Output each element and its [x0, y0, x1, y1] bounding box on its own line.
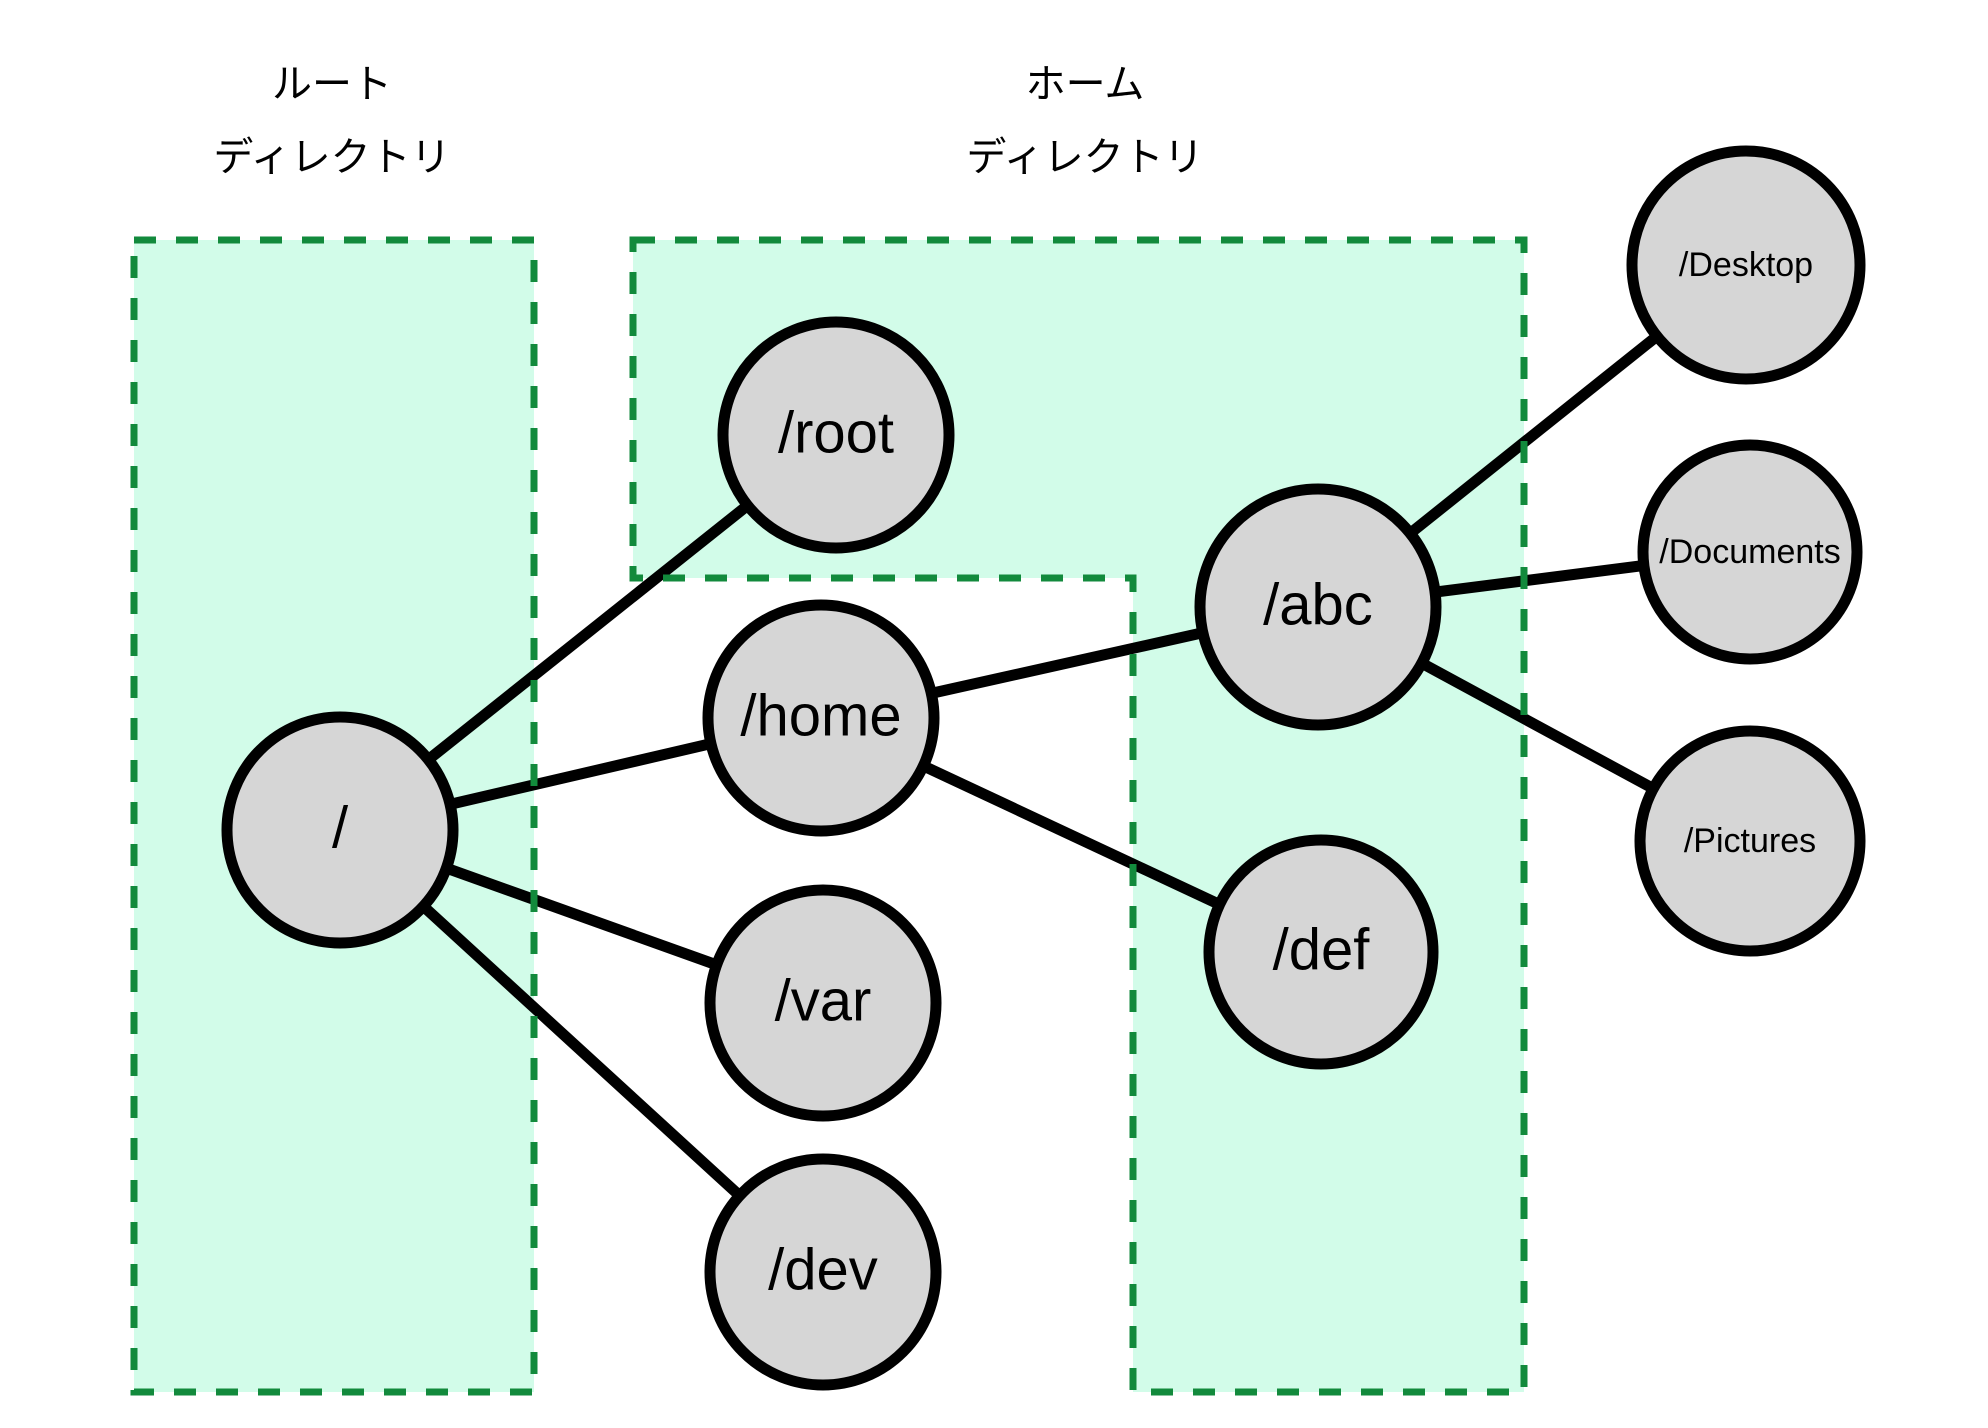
node-documents-shape[interactable]: [1637, 439, 1863, 665]
node-root-label: /: [332, 795, 349, 860]
region-outline-layer: [130, 236, 1528, 1396]
caption-root-dir-line2: ディレクトリ: [213, 136, 450, 180]
node-documents[interactable]: /Documents: [1637, 439, 1863, 665]
node-desktop-label: /Desktop: [1679, 246, 1813, 284]
node-abc-shape[interactable]: [1194, 483, 1442, 731]
node-pictures[interactable]: /Pictures: [1634, 725, 1866, 957]
caption-home-dir-line1: ホーム: [1026, 63, 1145, 107]
node-var[interactable]: /var: [704, 884, 942, 1122]
node-root-shape[interactable]: [221, 711, 459, 949]
root-directory-region-outline[interactable]: [130, 236, 538, 1396]
node-def-shape[interactable]: [1203, 834, 1439, 1070]
node-documents-label: /Documents: [1659, 533, 1840, 571]
node-home-shape[interactable]: [702, 599, 940, 837]
node-abc[interactable]: /abc: [1194, 483, 1442, 731]
node-def[interactable]: /def: [1203, 834, 1439, 1070]
node-home-label: /home: [740, 683, 901, 748]
node-desktop-shape[interactable]: [1626, 145, 1866, 385]
node-dev-label: /dev: [768, 1237, 878, 1302]
node-home[interactable]: /home: [702, 599, 940, 837]
node-root-home[interactable]: /root: [717, 316, 955, 554]
node-dev-shape[interactable]: [704, 1153, 942, 1391]
node-pictures-label: /Pictures: [1684, 822, 1816, 860]
node-root-home-label: /root: [778, 400, 894, 465]
caption-home-dir-line2: ディレクトリ: [966, 136, 1203, 180]
node-desktop[interactable]: /Desktop: [1626, 145, 1866, 385]
node-root-home-shape[interactable]: [717, 316, 955, 554]
node-def-label: /def: [1273, 917, 1371, 982]
node-layer: / /root/home/var/dev/abc/def/Desktop/Docu…: [221, 145, 1866, 1391]
home-directory-region-outline[interactable]: [629, 236, 1528, 1396]
node-pictures-shape[interactable]: [1634, 725, 1866, 957]
node-abc-label: /abc: [1263, 572, 1373, 637]
node-dev[interactable]: /dev: [704, 1153, 942, 1391]
node-var-shape[interactable]: [704, 884, 942, 1122]
caption-root-dir-line1: ルート: [272, 63, 392, 107]
node-var-label: /var: [775, 968, 872, 1033]
node-root[interactable]: /: [221, 711, 459, 949]
